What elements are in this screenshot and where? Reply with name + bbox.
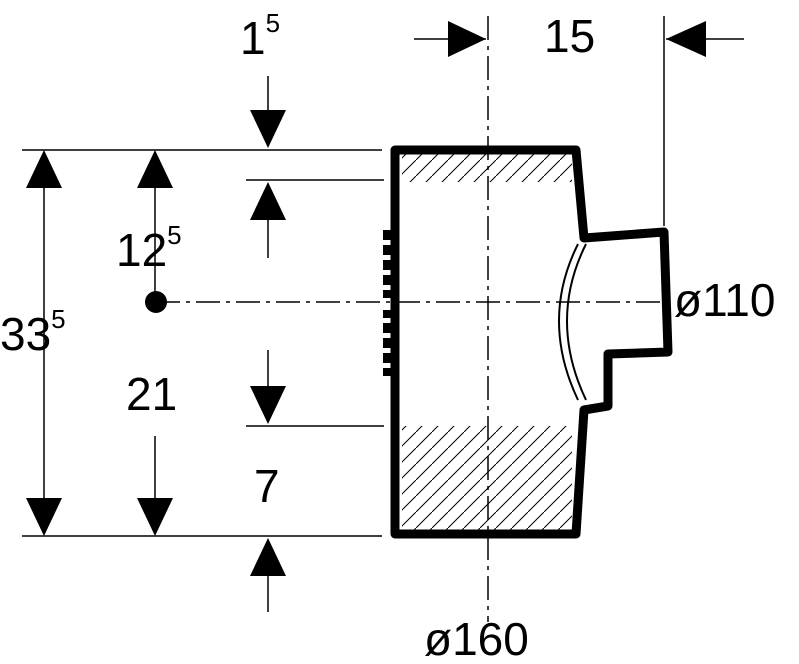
label-dim-center-height: 125 [116, 220, 182, 276]
arrow-15-right [448, 21, 486, 57]
arrow-top-down [250, 110, 286, 148]
hatch-top [402, 154, 572, 182]
arrow-total-up [26, 150, 62, 188]
arrowheads [26, 21, 706, 576]
label-dim-total-height: 335 [0, 304, 66, 360]
arrow-center-up [137, 150, 173, 188]
hatch-bottom [402, 426, 572, 530]
fitting-body [390, 145, 673, 539]
ribs [383, 230, 397, 376]
label-dim-top-left: 15 [240, 8, 280, 64]
arrow-total-down [26, 498, 62, 536]
center-lines [156, 16, 672, 622]
arrow-top-up [250, 182, 286, 220]
center-point-dot [145, 291, 167, 313]
arrow-lower-down [137, 498, 173, 536]
arrow-7-up [250, 538, 286, 576]
label-dia-outlet: ø110 [674, 274, 775, 326]
label-dim-lower: 21 [126, 368, 177, 420]
label-dia-main: ø160 [424, 613, 529, 664]
arrow-7-down [250, 386, 286, 424]
label-dim-top-right: 15 [544, 10, 595, 62]
label-dim-bottom: 7 [254, 460, 280, 512]
arrow-15-left [666, 21, 706, 57]
